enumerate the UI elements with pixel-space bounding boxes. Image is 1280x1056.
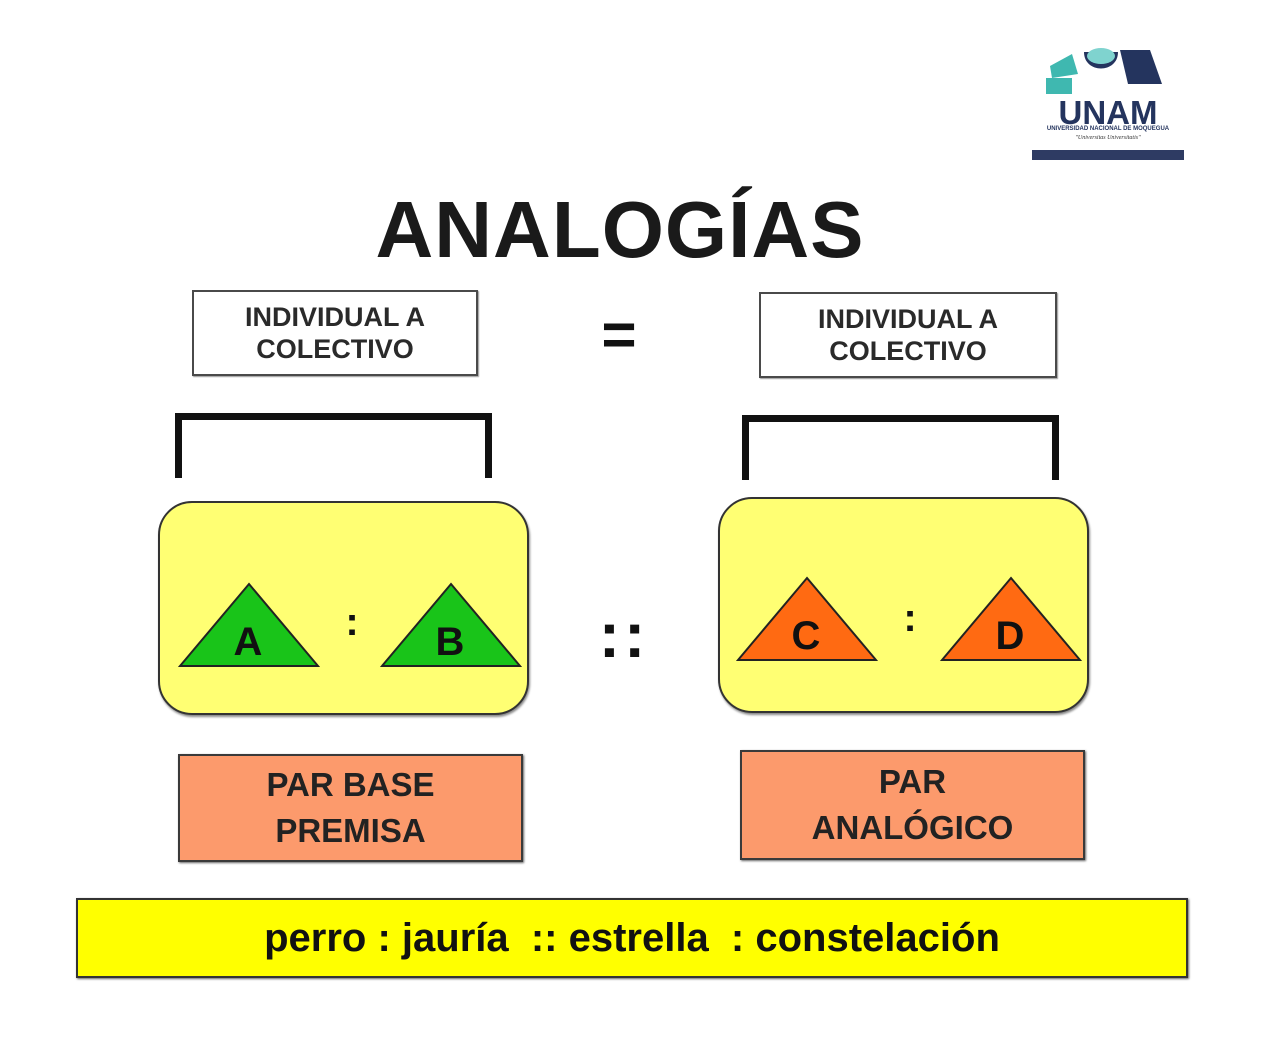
unam-logo: UNAM UNIVERSIDAD NACIONAL DE MOQUEGUA "U… [1032,44,1184,160]
logo-subtitle: UNIVERSIDAD NACIONAL DE MOQUEGUA [1046,126,1170,132]
right-bracket [742,415,1059,480]
logo-name: UNAM [1058,94,1158,131]
base-pair-label: PAR BASE PREMISA [178,754,523,862]
right-pair-separator: : [903,596,917,640]
triangle-icon [736,576,878,661]
equals-sign: = [601,301,637,368]
triangle-icon [940,576,1082,661]
left-relation-box: INDIVIDUAL A COLECTIVO [192,290,478,376]
page-title: ANALOGÍAS [375,185,865,274]
logo-bar [1032,150,1184,160]
example-text: perro : jauría :: estrella : constelació… [264,915,1000,960]
unam-logo-icon [1046,48,1162,94]
term-b-label: B [435,620,465,664]
example-banner: perro : jauría :: estrella : constelació… [76,898,1188,978]
term-c-label: C [791,614,821,658]
analogical-pair-label: PAR ANALÓGICO [740,750,1085,860]
term-a-label: A [233,620,263,664]
term-d-label: D [995,614,1025,658]
logo-motto: "Universitas Universitatis" [1075,135,1141,141]
right-relation-box: INDIVIDUAL A COLECTIVO [759,292,1057,378]
left-pair-separator: : [345,600,359,644]
triangle-icon [380,582,522,667]
analogy-separator: :: [598,599,650,671]
triangle-icon [178,582,320,667]
left-bracket [175,413,492,478]
